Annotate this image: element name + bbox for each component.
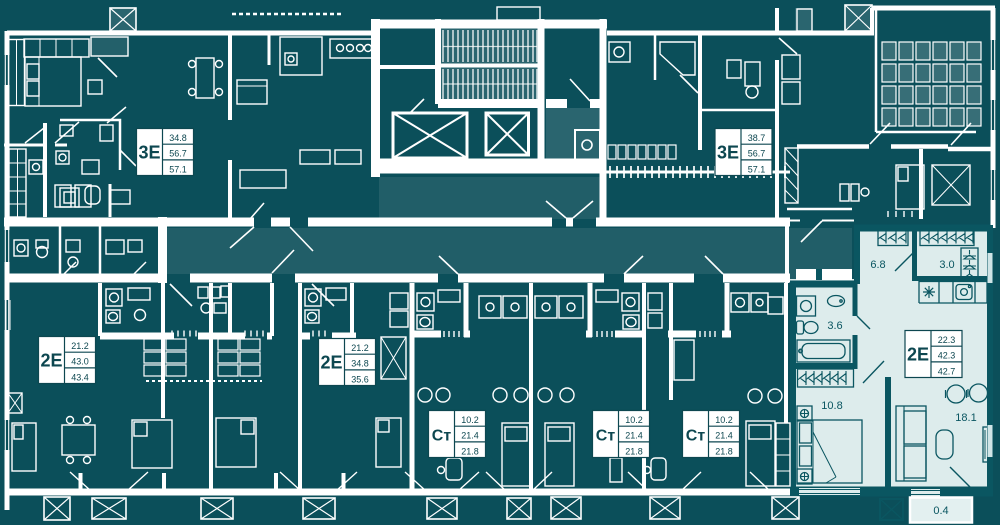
svg-text:21.8: 21.8 <box>625 446 643 456</box>
svg-text:57.1: 57.1 <box>748 164 766 174</box>
svg-text:10.8: 10.8 <box>821 400 842 412</box>
svg-text:21.8: 21.8 <box>715 446 733 456</box>
svg-text:3.6: 3.6 <box>827 320 842 332</box>
svg-text:38.7: 38.7 <box>748 133 766 143</box>
svg-text:Ст: Ст <box>432 428 452 445</box>
svg-text:35.6: 35.6 <box>351 374 369 384</box>
svg-text:3Е: 3Е <box>717 143 739 163</box>
svg-text:10.2: 10.2 <box>715 415 733 425</box>
svg-text:21.4: 21.4 <box>625 431 643 441</box>
svg-text:57.1: 57.1 <box>169 164 187 174</box>
svg-text:0.4: 0.4 <box>933 505 948 517</box>
svg-text:34.8: 34.8 <box>169 133 187 143</box>
svg-text:2Е: 2Е <box>40 351 62 371</box>
svg-text:56.7: 56.7 <box>748 149 766 159</box>
svg-text:56.7: 56.7 <box>169 149 187 159</box>
svg-text:10.2: 10.2 <box>625 415 643 425</box>
svg-text:42.3: 42.3 <box>938 351 956 361</box>
svg-text:43.4: 43.4 <box>71 372 89 382</box>
svg-text:Ст: Ст <box>686 428 706 445</box>
svg-text:10.2: 10.2 <box>461 415 479 425</box>
svg-text:43.0: 43.0 <box>71 357 89 367</box>
svg-text:6.8: 6.8 <box>870 259 885 271</box>
svg-text:3.0: 3.0 <box>939 259 954 271</box>
svg-text:18.1: 18.1 <box>955 412 976 424</box>
svg-text:21.2: 21.2 <box>71 341 89 351</box>
svg-text:21.4: 21.4 <box>715 431 733 441</box>
svg-text:42.7: 42.7 <box>938 366 956 376</box>
svg-text:21.2: 21.2 <box>351 343 369 353</box>
svg-text:22.3: 22.3 <box>938 335 956 345</box>
svg-text:34.8: 34.8 <box>351 359 369 369</box>
svg-text:21.4: 21.4 <box>461 431 479 441</box>
svg-text:3Е: 3Е <box>138 143 160 163</box>
svg-text:2Е: 2Е <box>907 345 929 365</box>
svg-text:21.8: 21.8 <box>461 446 479 456</box>
svg-text:2Е: 2Е <box>320 353 342 373</box>
svg-text:Ст: Ст <box>596 428 616 445</box>
